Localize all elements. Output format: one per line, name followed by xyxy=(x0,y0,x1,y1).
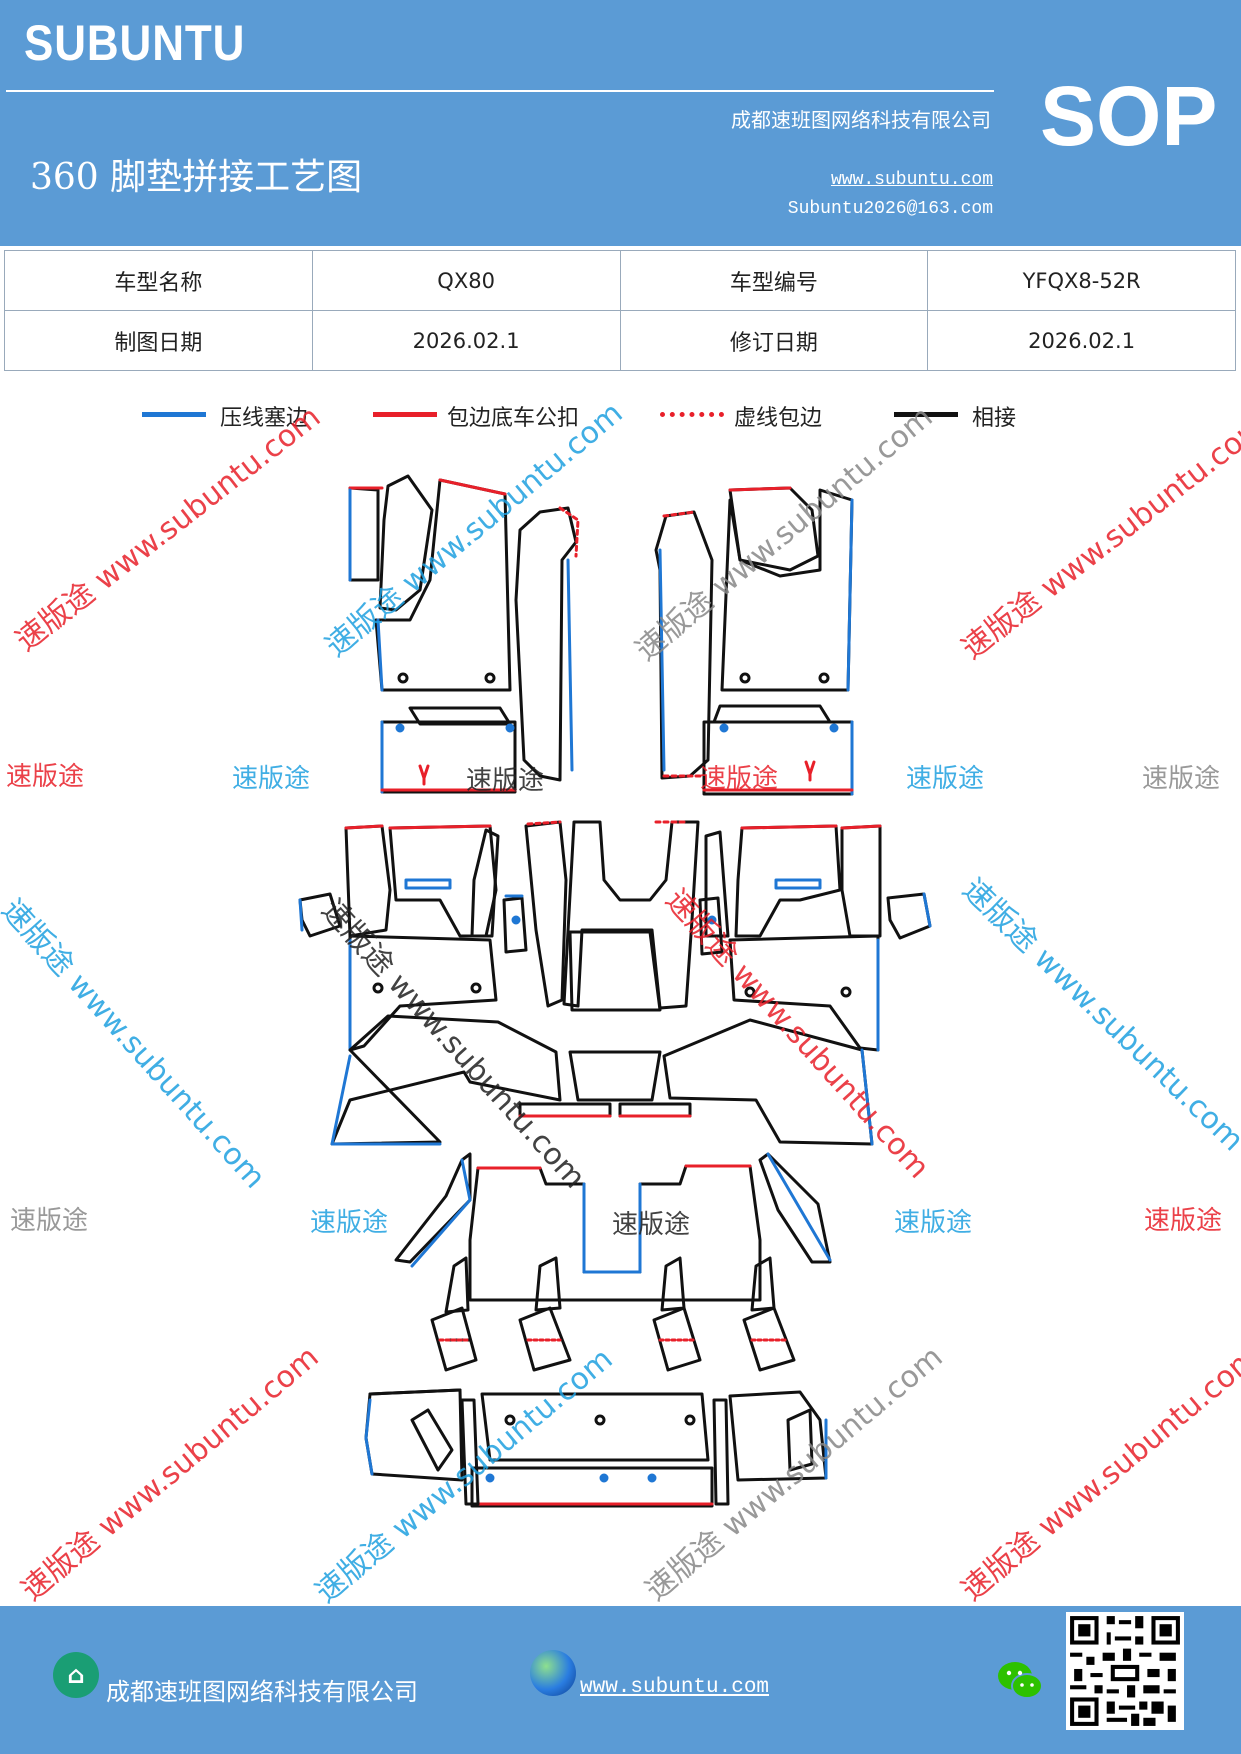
header: SUBUNTU 成都速班图网络科技有限公司 360 脚垫拼接工艺图 www.su… xyxy=(0,0,1241,246)
value-revise-date: 2026.02.1 xyxy=(927,310,1236,371)
info-table: 车型名称 QX80 车型编号 YFQX8-52R 制图日期 2026.02.1 … xyxy=(4,250,1236,371)
label-model-name: 车型名称 xyxy=(4,250,313,311)
value-model-code: YFQX8-52R xyxy=(927,250,1236,311)
footer-company: 成都速班图网络科技有限公司 xyxy=(106,1678,418,1706)
wechat-icon[interactable] xyxy=(996,1658,1044,1702)
legend-swatch xyxy=(373,412,437,417)
mat-middle-row xyxy=(298,820,932,1146)
table-row: 车型名称 QX80 车型编号 YFQX8-52R xyxy=(4,250,1236,311)
legend-swatch xyxy=(660,412,724,417)
mat-front-right xyxy=(654,486,854,796)
sop-badge: SOP xyxy=(1040,69,1218,163)
header-email[interactable]: Subuntu2026@163.com xyxy=(787,199,993,219)
building-icon: ⌂ xyxy=(53,1652,99,1698)
mat-front-left xyxy=(348,474,580,794)
watermark: 速版途 xyxy=(906,764,985,794)
watermark: 速版途 xyxy=(700,764,779,794)
globe-icon xyxy=(530,1650,576,1696)
label-model-code: 车型编号 xyxy=(619,250,929,311)
legend-swatch xyxy=(894,412,958,417)
watermark: 速版途 xyxy=(1144,1206,1223,1236)
watermark: 速版途 xyxy=(6,762,85,792)
watermark: 速版途 xyxy=(466,766,545,796)
watermark: 速版途 xyxy=(1142,764,1221,794)
header-website-link[interactable]: www.subuntu.com xyxy=(830,170,993,190)
watermark: 速版途 xyxy=(612,1210,691,1240)
watermark: 速版途 xyxy=(10,1206,89,1236)
header-divider xyxy=(6,90,994,92)
seat-belt-cutouts xyxy=(430,1256,796,1372)
table-row: 制图日期 2026.02.1 修订日期 2026.02.1 xyxy=(4,310,1236,371)
floor-mat-diagram xyxy=(298,474,932,1508)
legend: 压线塞边 包边底车公扣 虚线包边 相接 xyxy=(0,400,1241,440)
qr-code[interactable] xyxy=(1066,1612,1184,1730)
footer-website-link[interactable]: www.subuntu.com xyxy=(580,1676,770,1699)
footer: ⌂ 成都速班图网络科技有限公司 www.subuntu.com xyxy=(0,1606,1241,1754)
legend-swatch xyxy=(142,412,206,417)
watermark: 速版途 xyxy=(894,1208,973,1238)
watermark: 速版途 xyxy=(232,764,311,794)
mat-rear-row xyxy=(364,1152,832,1508)
watermark: 速版途 xyxy=(310,1208,389,1238)
label-draw-date: 制图日期 xyxy=(4,310,313,371)
value-draw-date: 2026.02.1 xyxy=(311,310,621,371)
value-model-name: QX80 xyxy=(311,250,621,311)
brand-logo: SUBUNTU xyxy=(24,15,246,71)
label-revise-date: 修订日期 xyxy=(619,310,929,371)
header-company: 成都速班图网络科技有限公司 xyxy=(731,108,991,132)
document-title: 360 脚垫拼接工艺图 xyxy=(30,157,363,198)
